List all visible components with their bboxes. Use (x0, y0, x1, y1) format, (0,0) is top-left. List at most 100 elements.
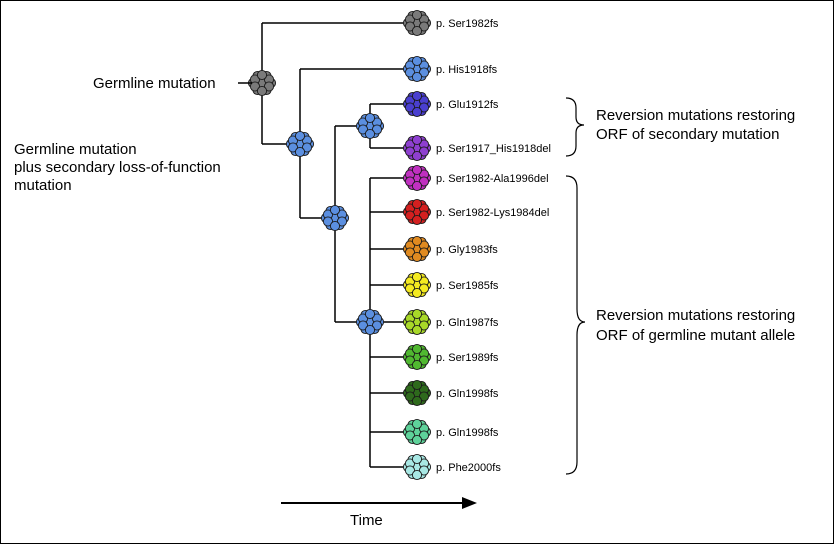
leaf-label: p. Ser1989fs (436, 352, 499, 364)
cell-circle (294, 146, 306, 158)
cell-circle (418, 146, 430, 157)
reversion-germline-line2: ORF of germline mutant allele (596, 327, 795, 344)
cell-circle (418, 355, 430, 366)
leaf-label: p. Glu1912fs (436, 99, 499, 111)
secondary-label-line1: Germline mutation (14, 141, 137, 158)
time-label: Time (350, 512, 383, 529)
reversion-secondary-line2: ORF of secondary mutation (596, 126, 779, 143)
cell-circle (411, 395, 423, 407)
leaf-label: p. Ser1982-Ala1996del (436, 173, 549, 185)
leaf-cluster-icon (402, 453, 432, 481)
cell-circle (418, 247, 430, 258)
internal-node-1-icon (285, 130, 315, 158)
cell-circle (411, 198, 423, 210)
leaf-cluster-icon (402, 55, 432, 83)
cell-circle (322, 216, 334, 227)
leaf-label: p. Ser1985fs (436, 280, 499, 292)
cell-circle (418, 67, 430, 78)
cell-circle (404, 355, 416, 366)
cell-circle (411, 134, 423, 146)
leaf-labels: p. Ser1982fs p. His1918fs p. Glu1912fs p. S… (436, 18, 551, 474)
cell-circle (371, 320, 383, 331)
cell-circle (364, 324, 376, 336)
leaf-cluster-icon (402, 343, 432, 371)
brace-secondary (565, 97, 585, 157)
cell-circle (411, 379, 423, 391)
leaf-label: p. Ser1982-Lys1984del (436, 207, 549, 219)
cell-circle (404, 430, 416, 441)
cell-circle (411, 453, 423, 465)
leaf-label: p. Phe2000fs (436, 462, 501, 474)
cell-circle (256, 69, 268, 81)
leaf-cluster-icon (402, 308, 432, 336)
cell-circle (336, 216, 348, 227)
leaf-label: p. Ser1917_His1918del (436, 143, 551, 155)
cell-circle (249, 81, 261, 92)
cell-circle (404, 102, 416, 113)
cell-circle (418, 283, 430, 294)
leaf-cluster-icon (402, 90, 432, 118)
internal-node-2-icon (320, 204, 350, 232)
cell-circle (411, 434, 423, 446)
cell-circle (357, 124, 369, 135)
cell-circle (418, 210, 430, 221)
reversion-secondary-line1: Reversion mutations restoring (596, 107, 795, 124)
cell-circle (411, 418, 423, 430)
internal-node-3-icon (355, 112, 385, 140)
leaf-label: p. Gln1998fs (436, 388, 499, 400)
internal-node-4-icon (355, 308, 385, 336)
cell-circle (404, 146, 416, 157)
cell-circle (411, 359, 423, 371)
cell-circle (263, 81, 275, 92)
cell-circle (404, 320, 416, 331)
cell-circle (418, 391, 430, 402)
cell-circle (404, 21, 416, 32)
cell-circle (418, 465, 430, 476)
leaf-label: p. Gln1987fs (436, 317, 499, 329)
secondary-label-line3: mutation (14, 177, 72, 194)
leaf-cluster-icon (402, 271, 432, 299)
cell-circle (411, 150, 423, 162)
cell-circle (411, 106, 423, 118)
cell-circle (418, 102, 430, 113)
cell-circle (364, 308, 376, 320)
cell-circle (411, 469, 423, 481)
cell-circle (404, 465, 416, 476)
leaf-label: p. Ser1982fs (436, 18, 499, 30)
cell-circle (404, 247, 416, 258)
cell-circle (411, 71, 423, 83)
cell-circle (411, 271, 423, 283)
leaf-cluster-icon (402, 198, 432, 226)
cell-circle (411, 308, 423, 320)
leaf-label: p. His1918fs (436, 64, 498, 76)
cell-circle (411, 9, 423, 21)
cell-circle (287, 142, 299, 153)
cell-circle (411, 324, 423, 336)
leaf-cluster-icon (402, 134, 432, 162)
cell-circle (418, 21, 430, 32)
cell-circle (404, 283, 416, 294)
cell-clusters (247, 9, 432, 481)
cell-circle (294, 130, 306, 142)
cell-circle (418, 176, 430, 187)
cell-circle (411, 343, 423, 355)
cell-circle (411, 251, 423, 263)
reversion-germline-line1: Reversion mutations restoring (596, 307, 795, 324)
brace-germline (565, 175, 586, 475)
cell-circle (411, 287, 423, 299)
cell-circle (404, 210, 416, 221)
cell-circle (411, 55, 423, 67)
leaf-cluster-icon (402, 164, 432, 192)
cell-circle (329, 204, 341, 216)
cell-circle (404, 391, 416, 402)
cell-circle (411, 90, 423, 102)
cell-circle (411, 180, 423, 192)
germline-node-icon (247, 69, 277, 97)
leaf-label: p. Gly1983fs (436, 244, 498, 256)
tree-branches (261, 22, 405, 468)
leaf-cluster-icon (402, 418, 432, 446)
cell-circle (329, 220, 341, 232)
cell-circle (371, 124, 383, 135)
cell-circle (301, 142, 313, 153)
